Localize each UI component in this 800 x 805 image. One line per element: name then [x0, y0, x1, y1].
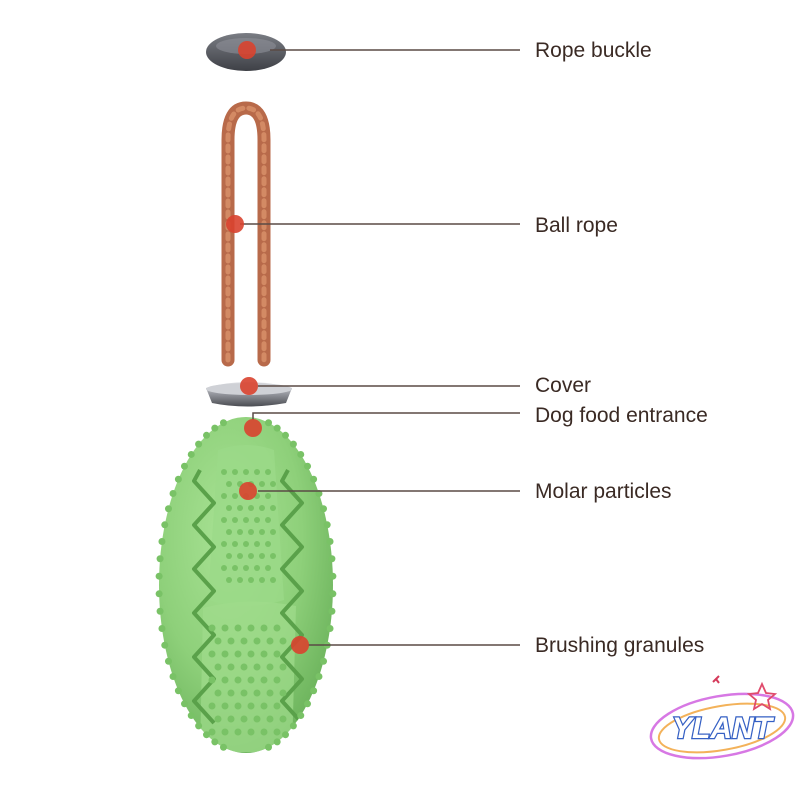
label-molar-particles: Molar particles	[535, 480, 672, 503]
toy-ball	[155, 417, 337, 753]
label-dog-food-entrance: Dog food entrance	[535, 404, 708, 427]
label-cover: Cover	[535, 374, 592, 397]
leader-rope-buckle	[238, 41, 520, 59]
svg-text:YLANT: YLANT	[672, 712, 775, 745]
callout-marker	[239, 482, 257, 500]
callout-marker	[226, 215, 244, 233]
label-ball-rope: Ball rope	[535, 214, 618, 237]
ylant-logo: YLANT	[649, 675, 795, 760]
callout-leaders	[226, 41, 520, 654]
leader-brushing-granules	[291, 636, 520, 654]
label-rope-buckle: Rope buckle	[535, 39, 652, 62]
leader-dog-food-entrance	[244, 412, 520, 437]
callout-marker	[238, 41, 256, 59]
ball-rope	[221, 101, 271, 367]
callout-marker	[240, 377, 258, 395]
leader-molar-particles	[239, 482, 520, 500]
leader-ball-rope	[226, 215, 520, 233]
callout-marker	[244, 419, 262, 437]
leader-cover	[240, 377, 520, 395]
label-brushing-granules: Brushing granules	[535, 634, 705, 657]
callout-marker	[291, 636, 309, 654]
